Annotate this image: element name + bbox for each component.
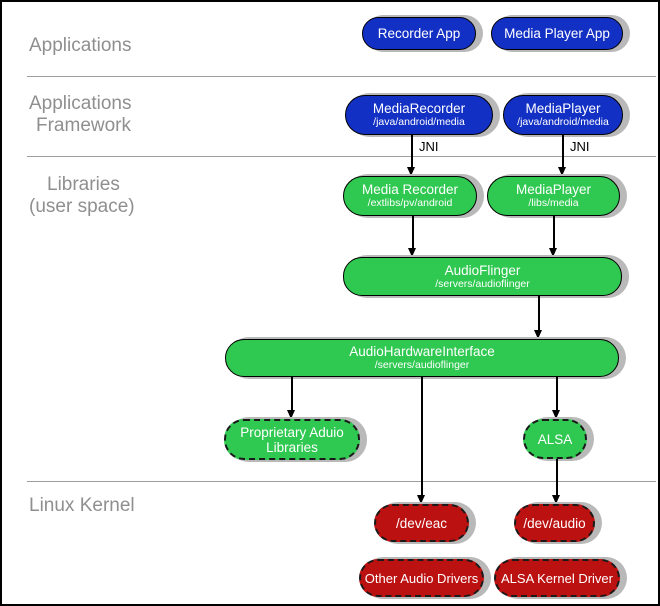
arrow-line-audioflinger-ahi <box>538 296 540 330</box>
arrow-line-playerlib-audioflinger <box>553 216 555 248</box>
jni-label-right: JNI <box>570 139 590 154</box>
node-recorder-app: Recorder App <box>362 17 476 50</box>
node-mediarecorder-framework-path: /java/android/media <box>373 116 465 128</box>
layer-label-applications-framework: Applications Framework <box>29 93 131 137</box>
arrowhead-alsa-devaudio <box>552 495 560 504</box>
node-dev-eac: /dev/eac <box>374 504 469 542</box>
arrow-line-ahi-alsa <box>556 377 558 410</box>
separator-libraries-kernel <box>27 481 656 482</box>
node-audiohardwareinterface: AudioHardwareInterface /servers/audiofli… <box>225 339 619 377</box>
node-mediarecorder-framework-title: MediaRecorder <box>372 101 466 116</box>
arrowhead-playerlib-audioflinger <box>549 248 557 257</box>
arrowhead-ahi-proprietary <box>287 410 295 419</box>
node-media-player-app: Media Player App <box>491 17 623 50</box>
node-dev-audio: /dev/audio <box>514 504 595 542</box>
node-alsa: ALSA <box>523 419 587 459</box>
layer-label-applications-text: Applications <box>29 35 132 56</box>
arrowhead-mediaplayer-jni <box>558 167 566 176</box>
node-audioflinger: AudioFlinger /servers/audioflinger <box>343 257 622 296</box>
node-recorder-app-label: Recorder App <box>377 26 461 41</box>
jni-label-left: JNI <box>419 139 439 154</box>
node-mediarecorder-framework: MediaRecorder /java/android/media <box>345 95 493 135</box>
node-alsa-kernel-driver: ALSA Kernel Driver <box>494 559 620 597</box>
arrowhead-ahi-deveac <box>417 495 425 504</box>
layer-label-kernel-text: Linux Kernel <box>29 495 135 516</box>
separator-applications-framework <box>27 76 656 77</box>
layer-label-applications: Applications <box>29 35 131 57</box>
arrow-line-ahi-deveac <box>421 377 423 495</box>
node-other-audio-drivers: Other Audio Drivers <box>359 559 484 597</box>
layer-label-linux-kernel: Linux Kernel <box>29 495 135 517</box>
layer-label-libraries-line2: (user space) <box>29 196 135 217</box>
arrow-line-mediarecorder-jni <box>411 135 413 167</box>
node-media-recorder-lib-path: /extlibs/pv/android <box>367 197 453 209</box>
node-mediaplayer-framework: MediaPlayer /java/android/media <box>503 95 623 135</box>
node-mediaplayer-lib: MediaPlayer /libs/media <box>487 176 620 216</box>
node-mediaplayer-lib-path: /libs/media <box>528 197 579 209</box>
layer-label-framework-line1: Applications <box>29 93 132 114</box>
node-alsa-kernel-driver-label: ALSA Kernel Driver <box>501 570 613 586</box>
node-media-recorder-lib: Media Recorder /extlibs/pv/android <box>343 176 477 216</box>
arrowhead-recorderlib-audioflinger <box>408 248 416 257</box>
node-proprietary-audio-libraries: Proprietary Aduio Libraries <box>224 419 360 460</box>
node-media-recorder-lib-title: Media Recorder <box>361 182 459 197</box>
node-mediaplayer-lib-title: MediaPlayer <box>515 182 592 197</box>
node-other-audio-drivers-label: Other Audio Drivers <box>364 570 479 586</box>
node-audioflinger-path: /servers/audioflinger <box>435 277 530 290</box>
node-dev-audio-label: /dev/audio <box>523 515 586 531</box>
node-dev-eac-label: /dev/eac <box>395 515 448 531</box>
arrow-line-alsa-devaudio <box>556 459 558 495</box>
arrowhead-mediarecorder-jni <box>407 167 415 176</box>
node-proprietary-line1: Proprietary Aduio <box>240 424 344 440</box>
node-proprietary-line2: Libraries <box>266 439 318 455</box>
node-media-player-app-label: Media Player App <box>504 26 610 41</box>
arrowhead-ahi-alsa <box>552 410 560 419</box>
arrow-line-mediaplayer-jni <box>562 135 564 167</box>
node-audioflinger-title: AudioFlinger <box>444 262 521 278</box>
arrow-line-ahi-proprietary <box>291 377 293 410</box>
layer-label-framework-line2: Framework <box>36 115 132 136</box>
separator-framework-libraries <box>27 156 656 157</box>
node-mediaplayer-framework-title: MediaPlayer <box>525 101 601 116</box>
node-mediaplayer-framework-path: /java/android/media <box>517 116 609 128</box>
arrow-line-recorderlib-audioflinger <box>412 216 414 248</box>
arrowhead-audioflinger-ahi <box>534 330 542 339</box>
node-audiohardwareinterface-title: AudioHardwareInterface <box>349 344 495 359</box>
node-audiohardwareinterface-path: /servers/audioflinger <box>374 359 470 371</box>
layer-label-libraries: Libraries (user space) <box>29 174 135 218</box>
layer-label-libraries-line1: Libraries <box>47 174 120 195</box>
node-alsa-label: ALSA <box>537 431 573 447</box>
